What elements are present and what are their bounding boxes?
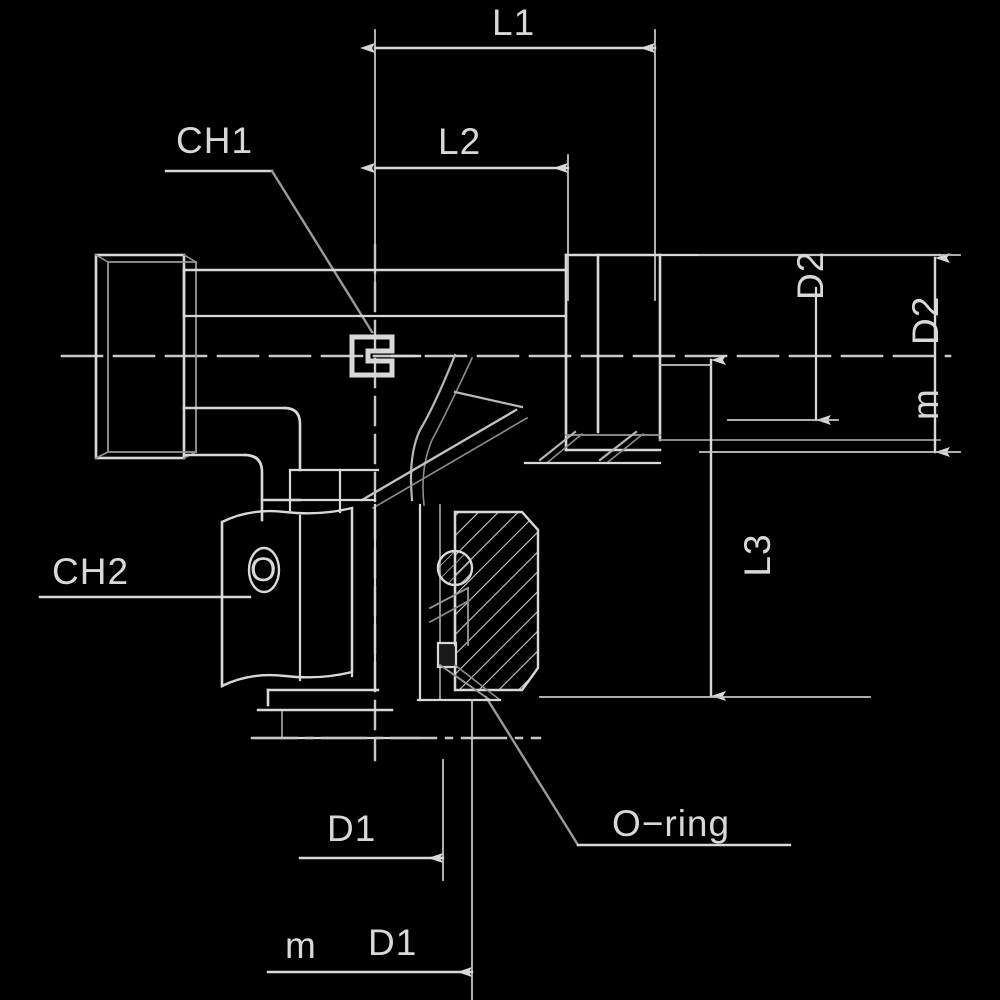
tee-branch-outline (360, 353, 529, 510)
label-m-d2-prefix: m (905, 388, 946, 420)
dimension-d1-upper (298, 759, 445, 881)
label-hex-mark: O (250, 551, 278, 589)
label-d1-lower: D1 (368, 922, 418, 963)
dimension-d2-inner (727, 286, 839, 425)
hex-nut-body (220, 468, 422, 740)
label-ch2: CH2 (52, 551, 130, 592)
dimension-l2 (360, 154, 570, 301)
sectioned-fitting-body (418, 503, 540, 702)
seal-detail-block (416, 586, 502, 702)
label-d1-upper: D1 (327, 808, 377, 849)
dimension-l1 (360, 29, 657, 301)
dimension-m-d2-outer (699, 253, 961, 457)
horizontal-tube-body (182, 253, 942, 522)
label-ch1: CH1 (176, 120, 254, 161)
o-ring-section (436, 549, 474, 587)
label-o-ring: O−ring (612, 803, 731, 844)
leader-ch1 (164, 169, 374, 334)
label-m-prefix: m (285, 925, 317, 966)
label-l1: L1 (492, 2, 536, 43)
label-d2-outer: D2 (905, 295, 946, 345)
thread-symbol (349, 334, 422, 378)
label-l2: L2 (438, 121, 482, 162)
left-stud-end (94, 253, 198, 460)
label-d2-inner: D2 (790, 250, 831, 300)
dimension-l3 (539, 355, 871, 701)
leader-o-ring (484, 695, 792, 847)
dimension-m-d1-lower (266, 699, 474, 1000)
label-l3: L3 (737, 533, 778, 577)
